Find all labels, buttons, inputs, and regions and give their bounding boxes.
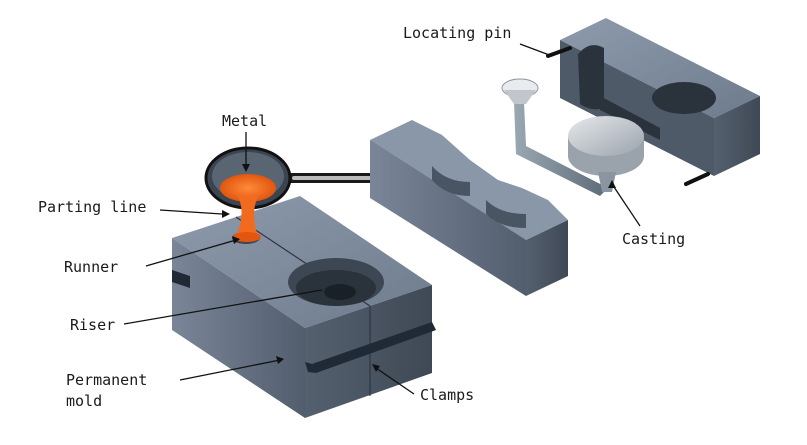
middle-mold-half	[370, 120, 568, 296]
locating-pin-bottom	[684, 172, 710, 186]
label-riser: Riser	[70, 316, 115, 334]
casting-runner	[514, 102, 608, 196]
label-metal: Metal	[222, 112, 267, 130]
left-clamp-stub	[172, 270, 190, 288]
molten-metal-in-ladle	[220, 174, 276, 202]
label-casting: Casting	[622, 230, 685, 248]
label-parting-line: Parting line	[38, 198, 146, 216]
label-permanent-mold-line1: Permanent	[66, 371, 147, 389]
mold-front-face	[172, 238, 305, 418]
leader-runner	[145, 239, 237, 267]
right-riser-cavity	[652, 82, 716, 114]
leader-parting-line	[159, 209, 223, 215]
leader-lines	[123, 43, 641, 395]
label-locating-pin: Locating pin	[403, 24, 511, 42]
label-permanent-mold-line2: mold	[66, 392, 102, 410]
leader-permanent-mold	[179, 359, 281, 381]
casting-part	[501, 78, 644, 196]
label-runner: Runner	[64, 258, 118, 276]
leader-clamps	[375, 367, 415, 395]
leader-casting	[611, 183, 641, 227]
right-mold-half	[546, 18, 760, 186]
middle-side-face	[526, 220, 568, 296]
leader-riser	[123, 289, 323, 325]
molten-metal-stream	[236, 196, 258, 236]
locating-pin-top	[546, 46, 572, 58]
middle-front-face	[370, 140, 526, 296]
assembled-permanent-mold	[172, 196, 436, 418]
clamp-band	[312, 322, 436, 373]
label-clamps: Clamps	[420, 386, 474, 404]
right-side-face	[714, 96, 760, 176]
middle-top-face	[370, 120, 568, 240]
leader-locating-pin	[519, 43, 553, 57]
metal-ladle	[204, 146, 382, 242]
